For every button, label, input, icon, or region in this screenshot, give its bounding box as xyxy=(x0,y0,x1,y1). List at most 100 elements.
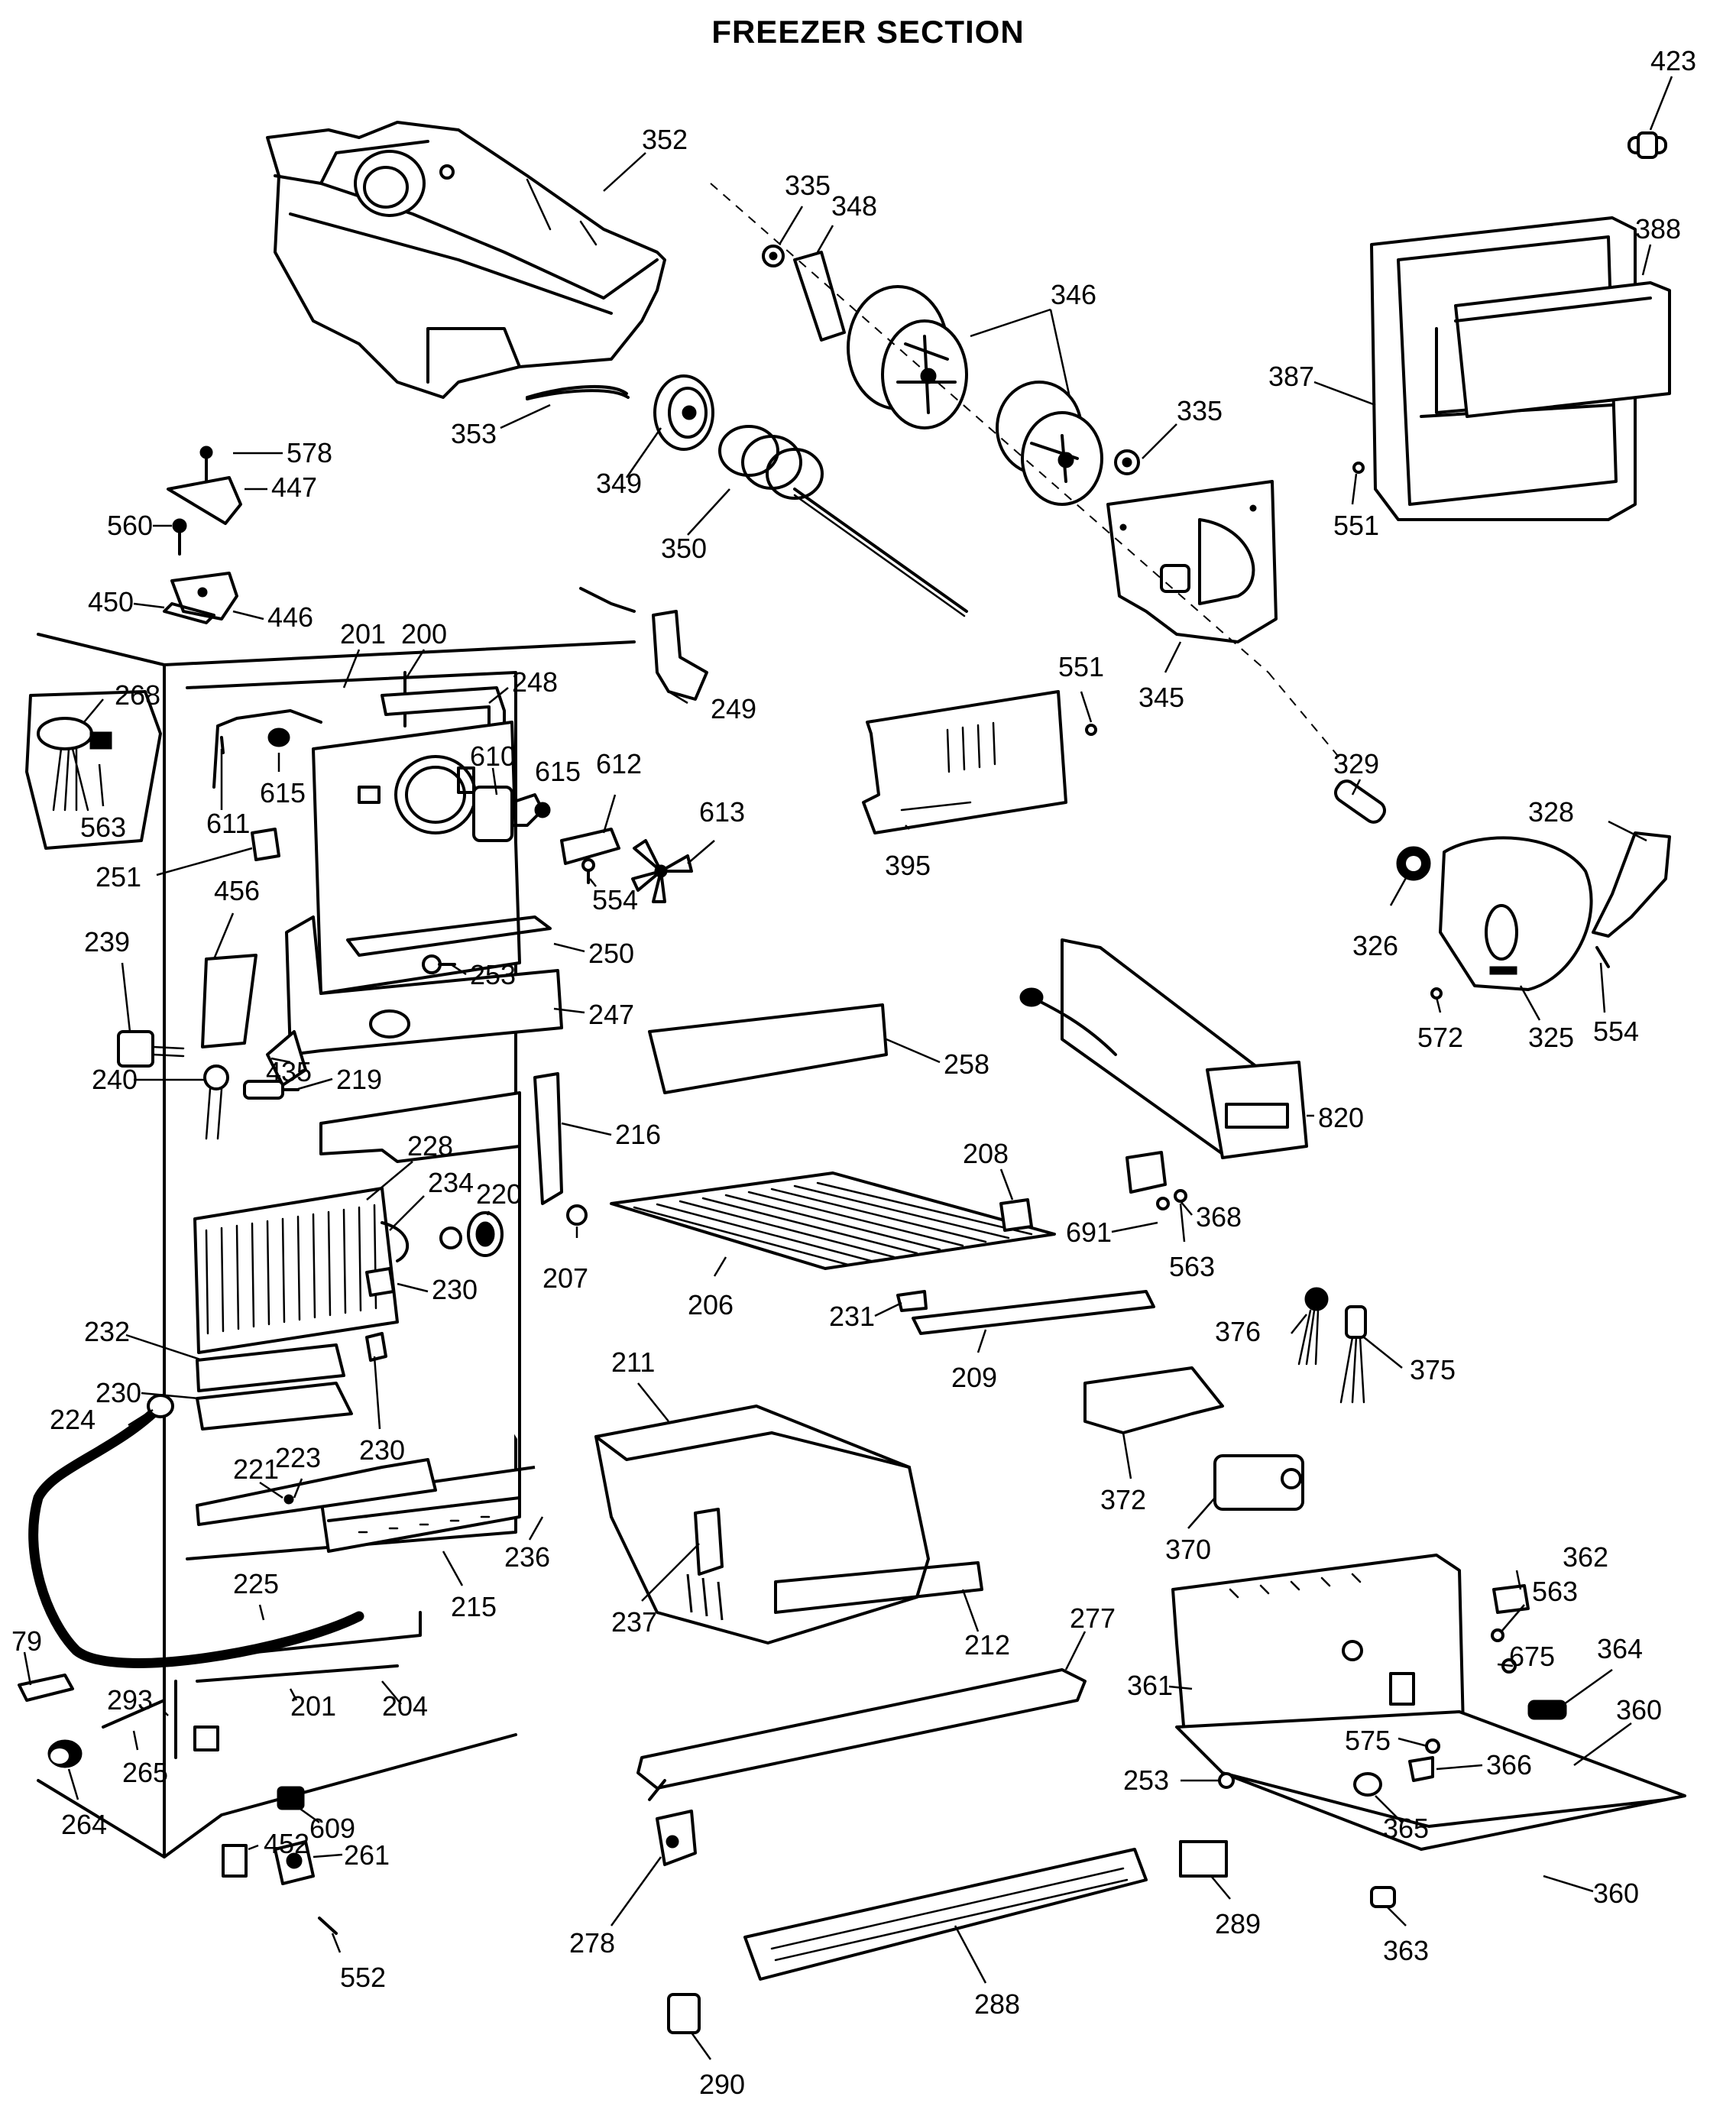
part-206-wire-shelf xyxy=(610,1171,1056,1270)
part-452-plate xyxy=(222,1844,248,1878)
part-237-latch xyxy=(694,1508,724,1576)
label-360: 360 xyxy=(1616,1694,1662,1725)
part-216-support xyxy=(533,1072,563,1205)
label-253: 253 xyxy=(1123,1764,1169,1796)
label-239: 239 xyxy=(84,926,130,958)
part-219-terminal xyxy=(243,1080,300,1100)
label-612: 612 xyxy=(596,748,642,779)
part-375-harness xyxy=(1339,1305,1367,1404)
part-349-auger-drive xyxy=(653,374,714,451)
part-288-grille xyxy=(743,1848,1148,1981)
part-261-hinge xyxy=(274,1840,315,1885)
label-237: 237 xyxy=(611,1606,657,1638)
part-231-clip xyxy=(896,1290,928,1312)
label-395: 395 xyxy=(885,850,931,881)
part-435-cover xyxy=(266,1030,307,1087)
label-201: 201 xyxy=(340,618,386,650)
label-277: 277 xyxy=(1070,1602,1116,1634)
label-206: 206 xyxy=(688,1289,734,1320)
label-365: 365 xyxy=(1383,1813,1429,1844)
part-207-stud xyxy=(566,1204,588,1226)
label-221: 221 xyxy=(233,1453,279,1485)
part-249-bracket xyxy=(652,610,708,701)
part-610-fan-motor xyxy=(472,786,551,842)
label-435: 435 xyxy=(266,1056,312,1087)
leader-lines xyxy=(23,76,1673,2060)
label-278: 278 xyxy=(569,1927,615,1959)
part-329-coupling xyxy=(1334,779,1386,824)
part-268-inset xyxy=(25,690,162,850)
part-335-nut-2 xyxy=(1114,449,1140,475)
label-223: 223 xyxy=(275,1442,321,1473)
part-289-switch xyxy=(1179,1840,1228,1878)
label-268: 268 xyxy=(115,679,160,711)
part-264-roller xyxy=(47,1739,83,1768)
part-293-rod xyxy=(102,1699,166,1729)
part-220-grommet xyxy=(467,1211,504,1257)
label-366: 366 xyxy=(1486,1749,1532,1781)
part-551-screw xyxy=(1352,462,1365,474)
label-200: 200 xyxy=(401,618,447,650)
part-209-rail xyxy=(912,1290,1155,1335)
label-360: 360 xyxy=(1593,1878,1639,1909)
part-447-bracket xyxy=(167,476,242,525)
part-572-screw xyxy=(1430,987,1443,1000)
label-447: 447 xyxy=(271,471,317,503)
label-79: 79 xyxy=(11,1625,42,1657)
label-615: 615 xyxy=(535,756,581,787)
part-250-fan-shroud xyxy=(312,721,552,995)
label-370: 370 xyxy=(1165,1534,1211,1565)
label-212: 212 xyxy=(964,1629,1010,1661)
label-261: 261 xyxy=(344,1839,390,1871)
part-223-screw xyxy=(283,1494,294,1505)
label-258: 258 xyxy=(944,1048,989,1080)
part-258-cover xyxy=(648,1003,888,1094)
part-328-cover xyxy=(1592,831,1671,938)
part-240-thermostat xyxy=(203,1064,229,1140)
part-325-motor-housing xyxy=(1439,836,1593,991)
label-220: 220 xyxy=(476,1178,522,1210)
label-613: 613 xyxy=(699,796,745,828)
label-368: 368 xyxy=(1196,1201,1242,1233)
part-609-clip xyxy=(277,1786,305,1810)
part-204-floor xyxy=(196,1611,422,1683)
label-250: 250 xyxy=(588,938,634,969)
label-611: 611 xyxy=(206,808,250,839)
label-552: 552 xyxy=(340,1962,386,1993)
label-446: 446 xyxy=(267,601,313,633)
part-346-crusher-drum-2 xyxy=(996,381,1103,506)
label-615: 615 xyxy=(260,777,306,808)
part-221-trough xyxy=(196,1458,437,1526)
label-216: 216 xyxy=(615,1119,661,1150)
part-578-screw xyxy=(199,446,213,481)
label-554: 554 xyxy=(592,884,638,915)
label-610: 610 xyxy=(470,740,516,772)
part-230-clip-1 xyxy=(365,1267,395,1297)
part-363-foot xyxy=(1370,1886,1396,1908)
label-675: 675 xyxy=(1509,1641,1555,1672)
part-551-screw-2 xyxy=(1085,724,1097,736)
label-361: 361 xyxy=(1127,1670,1173,1701)
label-249: 249 xyxy=(711,693,756,724)
label-230: 230 xyxy=(432,1274,478,1305)
label-335: 335 xyxy=(785,170,831,201)
label-232: 232 xyxy=(84,1316,130,1347)
part-611-harness xyxy=(212,709,322,789)
part-labels: 423 352 335 348 388 346 387 335 353 349 … xyxy=(11,45,1696,2100)
label-563: 563 xyxy=(80,812,126,843)
label-609: 609 xyxy=(309,1813,355,1844)
label-551: 551 xyxy=(1333,510,1379,541)
label-363: 363 xyxy=(1383,1935,1429,1966)
part-613-fan-blade xyxy=(631,839,693,903)
label-572: 572 xyxy=(1417,1022,1463,1053)
label-691: 691 xyxy=(1066,1217,1112,1248)
label-353: 353 xyxy=(451,418,497,449)
part-326-bearing xyxy=(1396,846,1431,881)
label-231: 231 xyxy=(829,1301,875,1332)
part-554-pin xyxy=(1595,946,1610,968)
label-234: 234 xyxy=(428,1167,474,1198)
label-452: 452 xyxy=(264,1828,309,1859)
part-362-clip xyxy=(1492,1584,1530,1614)
label-335: 335 xyxy=(1177,395,1223,426)
